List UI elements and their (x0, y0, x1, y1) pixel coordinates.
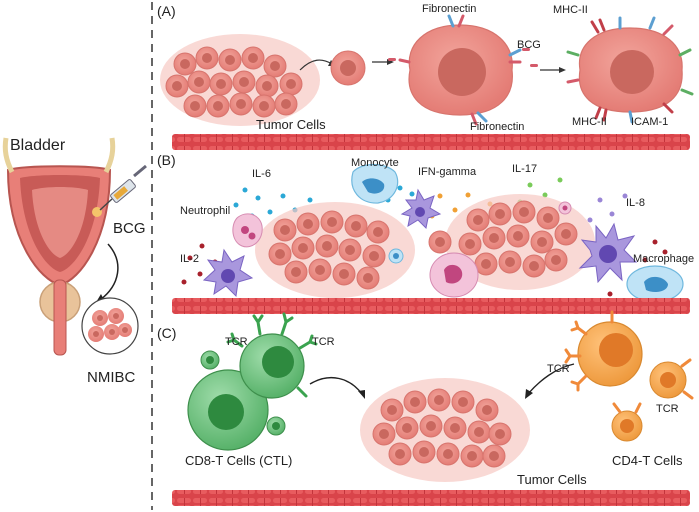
lymphocyte-cell (429, 252, 479, 298)
tcr-right-1: TCR (547, 363, 570, 375)
blood-vessel-c (172, 490, 690, 506)
dendritic-cell-left (202, 248, 254, 298)
il2-label: IL-2 (180, 253, 199, 265)
cd8-t-cells (187, 312, 318, 451)
fibronectin-bottom-label: Fibronectin (470, 121, 524, 133)
blood-vessel-a (172, 134, 690, 150)
monocyte-cell (351, 163, 399, 204)
tumor-cells-label-a: Tumor Cells (256, 117, 326, 132)
cd8-label: CD8-T Cells (CTL) (185, 453, 292, 468)
tcr-left-1: TCR (225, 336, 248, 348)
tumor-cells-label-c: Tumor Cells (517, 472, 587, 487)
cytokine-dots (181, 177, 668, 297)
ifn-label: IFN-gamma (418, 166, 477, 178)
tumor-cluster-b-right (428, 194, 595, 290)
tumor-cluster-b-left (255, 202, 415, 298)
il17-label: IL-17 (512, 163, 537, 175)
mhc-top-label: MHC-II (553, 4, 588, 16)
bcg-label-a: BCG (517, 39, 541, 51)
blood-vessel-b (172, 298, 690, 314)
il6-label: IL-6 (252, 168, 271, 180)
dendritic-cell-mid (400, 188, 442, 230)
panel-c-letter: (C) (157, 325, 176, 341)
mhc-bottom-label: MHC-II (572, 116, 607, 128)
panel-a: (A) Tumor Cells (157, 3, 694, 150)
tumor-cell-mhc (566, 16, 694, 124)
nmibc-label: NMIBC (87, 369, 136, 386)
tumor-cell-fibronectin (388, 14, 538, 126)
macrophage-cell (578, 222, 638, 284)
bcg-label: BCG (113, 220, 146, 237)
panel-b-letter: (B) (157, 152, 176, 168)
tumor-cluster-c (360, 378, 530, 482)
tcr-left-2: TCR (312, 336, 335, 348)
macrophage-label: Macrophage (633, 253, 694, 265)
il8-label: IL-8 (626, 197, 645, 209)
panel-c: (C) TCR TCR CD8-T Cells (CTL) (157, 310, 694, 506)
cd4-t-cells (564, 310, 694, 442)
icam-label: ICAM-1 (631, 116, 668, 128)
panel-b: (B) (157, 152, 694, 314)
bladder-illustration: Bladder BCG NMIBC (2, 137, 147, 386)
cd4-label: CD4-T Cells (612, 453, 683, 468)
monocyte-cell-right (626, 265, 684, 303)
fibronectin-top-label: Fibronectin (422, 3, 476, 15)
panel-a-letter: (A) (157, 3, 176, 19)
neutrophil-cell (232, 213, 263, 248)
syringe-icon (99, 164, 147, 211)
tumor-cluster-a (160, 34, 320, 126)
monocyte-label: Monocyte (351, 157, 399, 169)
bladder-label: Bladder (10, 137, 66, 154)
neutrophil-label: Neutrophil (180, 205, 230, 217)
tcr-right-2: TCR (656, 403, 679, 415)
